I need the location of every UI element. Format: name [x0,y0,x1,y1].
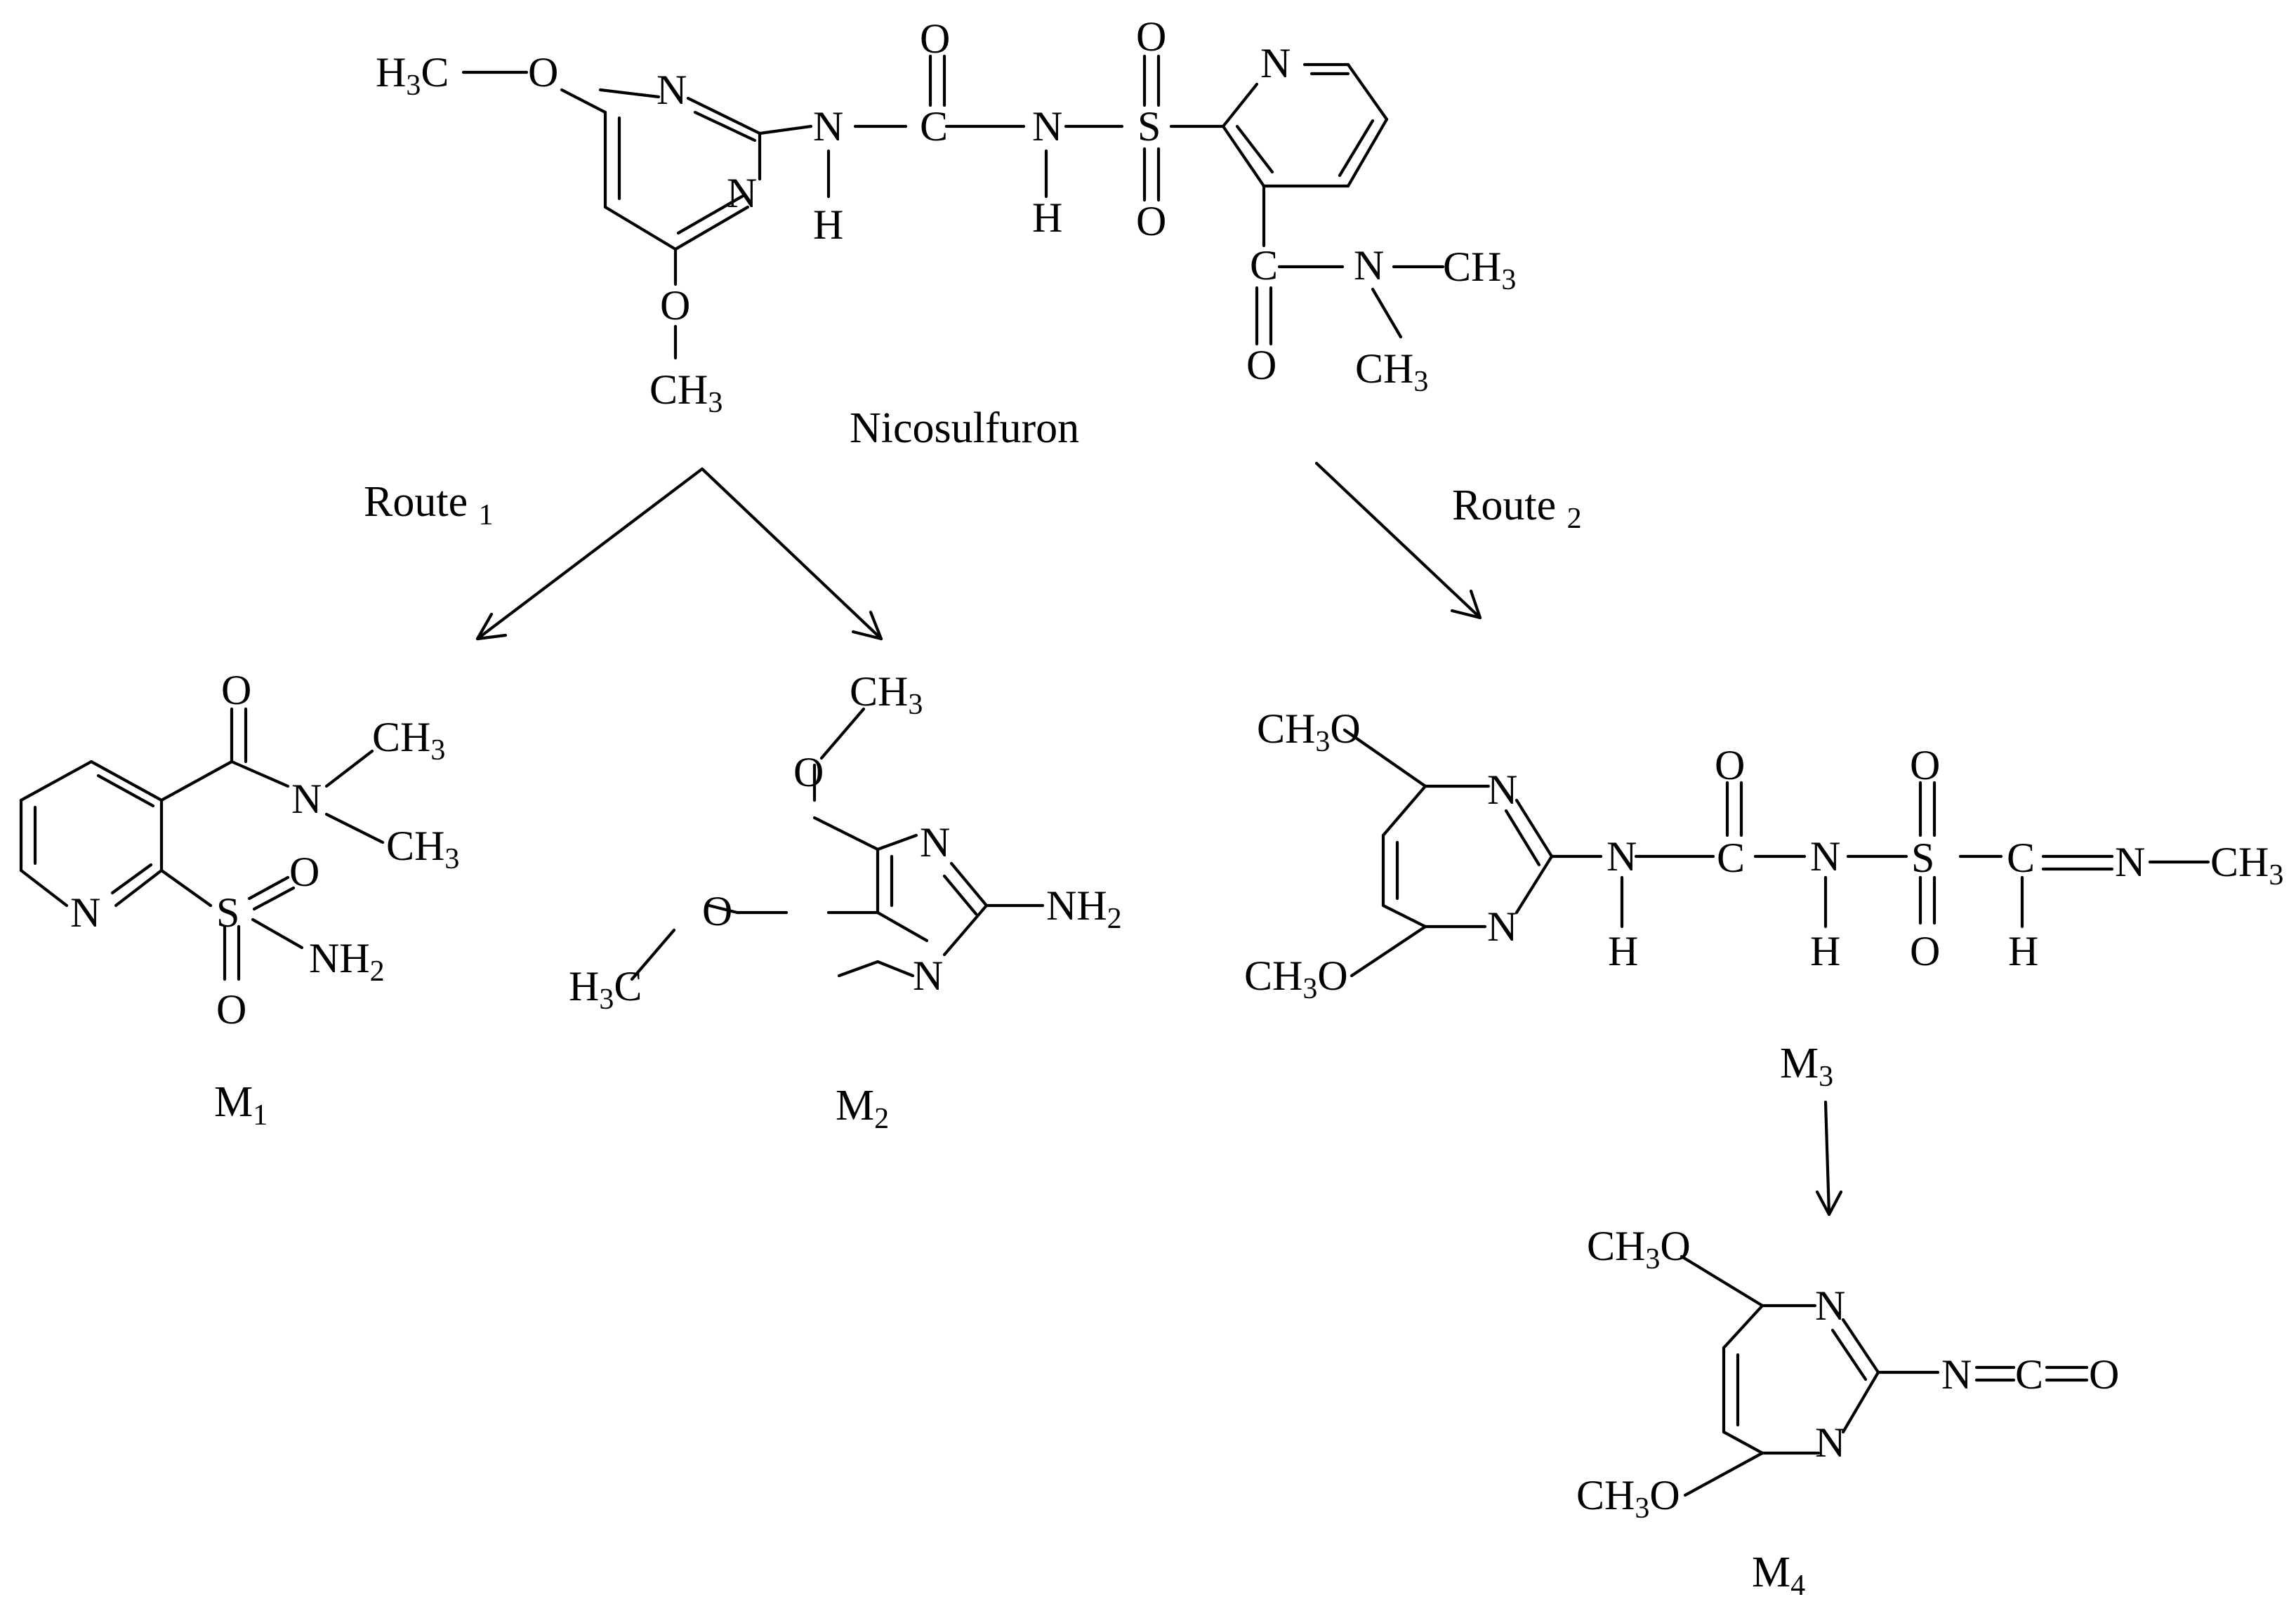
m3-atom-n-ring-bottom: N [1487,903,1517,950]
m3-atom-c1-o: O [1715,742,1745,788]
m2-atom-n-top: N [920,819,950,866]
m1-structure: O N CH3 CH3 N S O O NH2 M1 [19,667,459,1132]
atom-sulfonyl-o-bottom: O [1136,198,1166,244]
m3-atom-ch-h: H [2008,928,2038,974]
m3-structure: CH3O N N CH3O N H C O N H S O O C H N CH… [1244,705,2283,1093]
m3-atom-me: CH3 [2210,839,2283,891]
arrow-route1-to-m2 [700,467,883,641]
route1-label: Route 1 [364,478,494,531]
m3-atom-nh1-n: N [1606,833,1637,880]
m3-atom-nh2-n: N [1810,833,1840,880]
m4-atom-n-ring-bottom: N [1815,1419,1845,1466]
m3-atom-nh1-h: H [1608,928,1638,974]
m4-atom-n-ring-top: N [1815,1282,1845,1329]
arrow-m3-to-m4 [1815,1100,1843,1216]
m2-atom-nh2: NH2 [1046,882,1122,935]
atom-amide-c: C [1250,242,1278,289]
nicosulfuron-structure: H3C O N N O CH3 N H C O N H S O O N C O … [376,13,1516,452]
m2-atom-me-top: CH3 [850,668,923,721]
m3-atom-c1: C [1717,835,1745,881]
atom-nh1-n: N [813,103,843,150]
m1-atom-me2: CH3 [386,823,459,875]
m1-atom-carbonyl-o: O [221,667,251,713]
m1-atom-me1: CH3 [372,714,445,767]
atom-nh2-n: N [1032,103,1062,150]
m3-atom-ch-c: C [2007,835,2035,881]
m3-atom-s-o-bottom: O [1910,928,1940,974]
m4-atom-och3-bottom: CH3O [1576,1472,1680,1525]
m4-structure: CH3O N N CH3O N C O M4 [1576,1223,2119,1602]
atom-amide-me2: CH3 [1355,345,1428,398]
m2-structure: CH3 O N NH2 O H3C N M2 [569,668,1122,1135]
m1-atom-amide-n: N [291,776,322,822]
compound-name-m4: M4 [1752,1549,1805,1602]
atom-carbonyl-o: O [920,15,950,62]
m1-atom-nh2: NH2 [309,935,385,988]
m2-atom-o-left: O [702,888,732,934]
m4-atom-och3-top: CH3O [1587,1223,1691,1275]
atom-n-ring-top: N [657,67,687,113]
m3-atom-s: S [1911,835,1934,881]
atom-amide-n: N [1354,242,1384,289]
m1-atom-o-bottom: O [216,986,246,1033]
atom-nh2-h: H [1032,194,1062,241]
atom-n-ring-bottom: N [727,170,757,216]
m4-atom-isocyanate-o: O [2089,1351,2119,1398]
m2-atom-n-bottom: N [913,953,943,999]
m4-atom-isocyanate-c: C [2015,1351,2043,1398]
m2-atom-o-top: O [793,749,824,795]
m3-atom-och3-bottom: CH3O [1244,953,1348,1005]
m1-atom-s: S [216,889,239,936]
atom-h3c-top: H3C [376,49,449,102]
m1-atom-pyridine-n: N [70,889,100,936]
atom-o2: O [660,282,690,329]
arrow-route2-to-m3 [1314,461,1482,620]
compound-name-m2: M2 [836,1082,889,1135]
compound-name-nicosulfuron: Nicosulfuron [850,404,1079,452]
m3-atom-och3-top: CH3O [1257,705,1361,758]
atom-amide-o: O [1246,342,1276,388]
m4-atom-isocyanate-n: N [1941,1351,1972,1398]
atom-pyridine-n: N [1260,40,1291,86]
m1-atom-o-right: O [289,849,319,895]
atom-amide-me1: CH3 [1443,244,1516,296]
atom-nh1-h: H [813,201,843,248]
compound-name-m1: M1 [214,1078,268,1132]
m2-atom-me-left: H3C [569,963,642,1016]
compound-name-m3: M3 [1780,1040,1833,1093]
m3-atom-s-o-top: O [1910,742,1940,788]
atom-ch3-bottom: CH3 [649,366,723,419]
arrow-route1-to-m1 [475,467,704,641]
atom-sulfonyl-o-top: O [1136,13,1166,60]
m3-atom-n-ring-top: N [1487,767,1517,813]
route2-label: Route 2 [1452,482,1582,535]
atom-sulfonyl-s: S [1137,103,1161,150]
atom-o1: O [528,49,558,95]
m3-atom-nh2-h: H [1810,928,1840,974]
atom-carbonyl-c: C [920,103,948,150]
m3-atom-imine-n: N [2115,839,2145,885]
